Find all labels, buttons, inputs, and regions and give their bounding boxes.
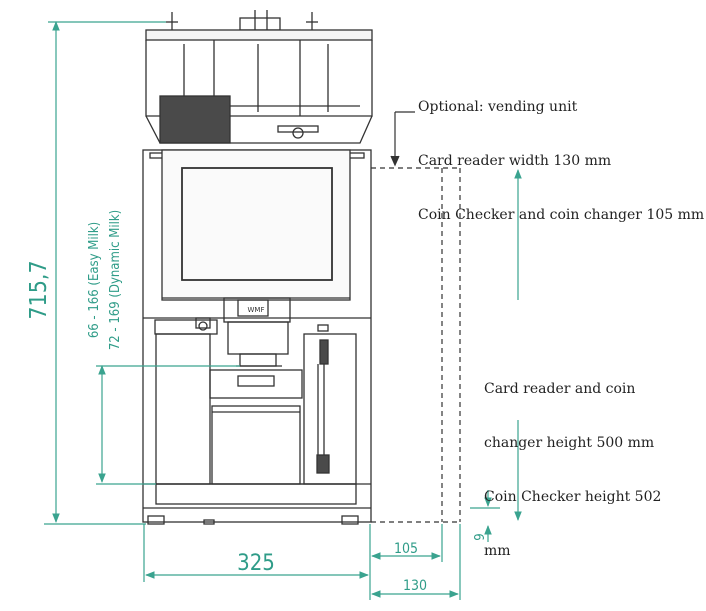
- vending-note-line-2: Card reader width 130 mm: [418, 153, 612, 169]
- hopper-knobs: [166, 10, 318, 31]
- touch-display: [181, 167, 333, 281]
- machine-body: [142, 149, 372, 525]
- height-note-line-1: Card reader and coin: [484, 381, 636, 397]
- coin-unit-width-label: 105: [394, 541, 418, 557]
- dimension-lines: [44, 21, 522, 600]
- height-note-line-3: Coin Checker height 502: [484, 489, 662, 505]
- vending-unit-note: Optional: vending unit Card reader width…: [418, 62, 704, 242]
- machine-width-label: 325: [237, 551, 275, 576]
- logo-text: WMF: [248, 306, 265, 314]
- bean-hoppers: [145, 29, 373, 144]
- logo-badge: [237, 299, 269, 317]
- height-note-line-2: changer height 500 mm: [484, 435, 655, 451]
- vending-height-note: Card reader and coin changer height 500 …: [484, 344, 661, 578]
- height-note-line-4: mm: [484, 543, 511, 559]
- spout-easy-milk-label: 66 - 166 (Easy Milk): [87, 222, 102, 338]
- card-reader-width-label: 130: [403, 578, 427, 594]
- coffee-machine: [142, 10, 373, 525]
- vending-note-line-1: Optional: vending unit: [418, 99, 578, 115]
- note-leader: [390, 111, 415, 167]
- vending-unit: [371, 167, 461, 523]
- vending-note-line-3: Coin Checker and coin changer 105 mm: [418, 207, 705, 223]
- foot-height-label: 9: [473, 533, 488, 540]
- spout-dynamic-milk-label: 72 - 169 (Dynamic Milk): [108, 210, 123, 350]
- total-height-label: 715,7: [26, 260, 52, 319]
- coffee-outlet: [227, 321, 289, 355]
